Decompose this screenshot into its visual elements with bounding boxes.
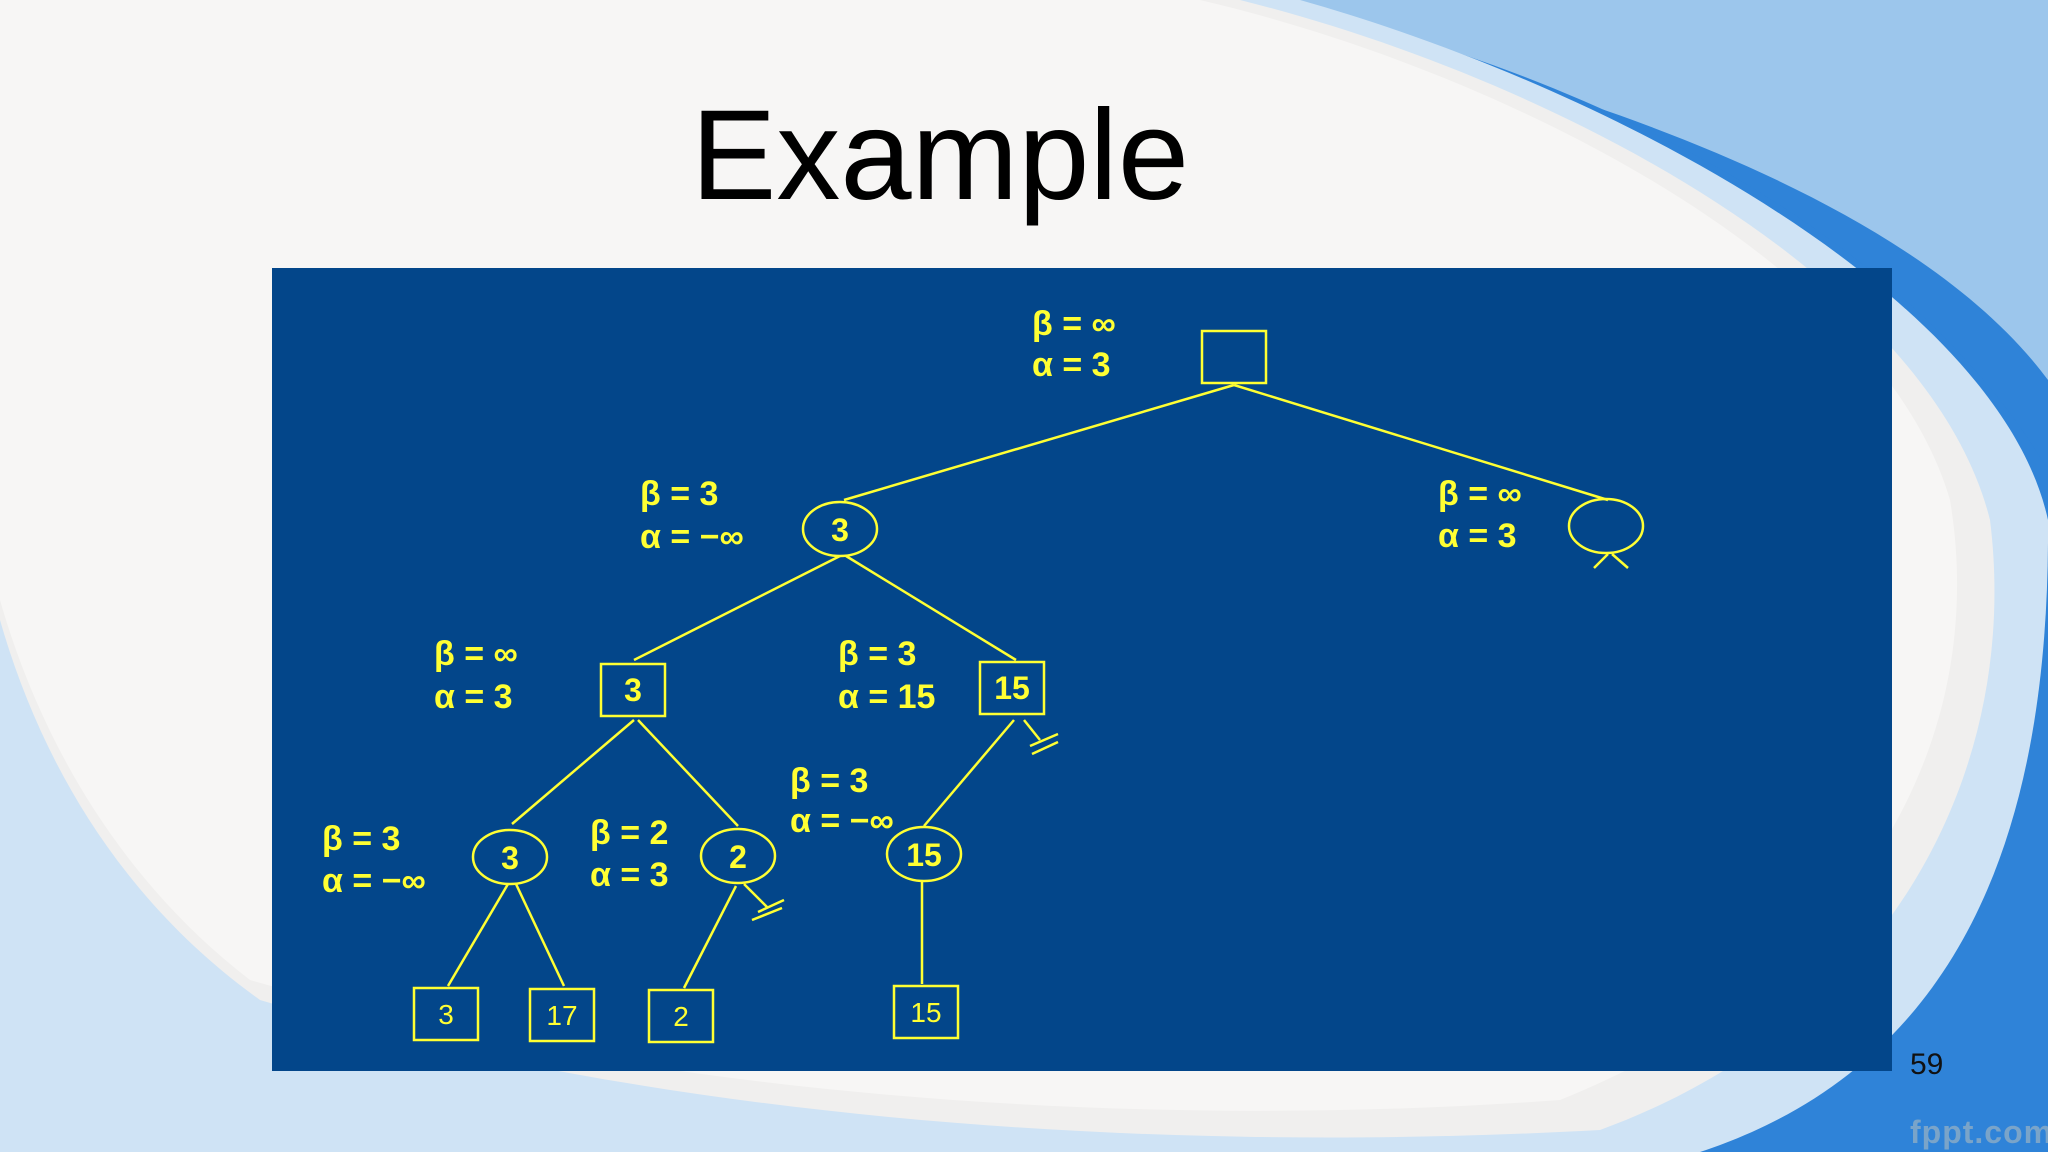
edge-minleft-maxright — [845, 554, 1017, 662]
node-root — [1200, 329, 1268, 385]
min-right-beta-label: β = ∞ — [1438, 475, 1522, 513]
cut-edge-minright — [1611, 553, 1629, 569]
max-left-alpha-label: α = 3 — [434, 678, 513, 716]
edge-maxright-minr — [923, 719, 1015, 827]
prune-mark — [1031, 740, 1059, 756]
node-min-lr — [699, 827, 777, 885]
node-max-left — [599, 662, 667, 718]
min-right-alpha-label: α = 3 — [1438, 517, 1517, 555]
leaf-4 — [892, 984, 960, 1040]
tree-edges — [412, 329, 1645, 1044]
min-lr-alpha-label: α = 3 — [590, 856, 669, 894]
leaf-1 — [412, 986, 480, 1042]
cut-edge-maxright — [1023, 719, 1041, 741]
prune-mark — [751, 906, 783, 922]
prune-mark — [757, 898, 785, 914]
min-left-beta-label: β = 3 — [640, 475, 718, 513]
brand-watermark: fppt.com — [1910, 1114, 2048, 1150]
slide-title: Example — [691, 84, 1189, 227]
max-left-beta-label: β = ∞ — [434, 635, 518, 673]
max-right-alpha-label: α = 15 — [838, 678, 935, 716]
leaf-2 — [528, 987, 596, 1043]
node-min-ll — [471, 828, 549, 886]
edge-minlr-leaf3 — [682, 885, 738, 989]
edge-maxleft-minll — [511, 719, 635, 825]
edge-maxleft-minlr — [637, 719, 739, 827]
node-min-lr-value: 2 — [729, 839, 747, 875]
root-beta-label: β = ∞ — [1032, 305, 1116, 343]
node-min-ll-value: 3 — [501, 840, 519, 876]
edge-minll-leaf1 — [446, 883, 510, 987]
page-number: 59 — [1910, 1048, 1944, 1081]
leaf-3 — [647, 988, 715, 1044]
min-ll-alpha-label: α = −∞ — [322, 862, 426, 900]
min-ll-beta-label: β = 3 — [322, 820, 400, 858]
min-lr-beta-label: β = 2 — [590, 814, 668, 852]
cut-edge-minlr — [743, 883, 769, 909]
node-max-right — [978, 660, 1046, 716]
leaf-3-value: 2 — [673, 1001, 689, 1032]
node-max-left-value: 3 — [624, 672, 642, 708]
max-right-beta-label: β = 3 — [838, 635, 916, 673]
edge-root-minright — [1233, 383, 1609, 502]
edge-minleft-maxleft — [633, 554, 841, 662]
node-min-r — [885, 825, 963, 883]
leaf-1-value: 3 — [438, 999, 454, 1030]
tree-svg: 3 3 15 3 2 15 3 17 2 15 β = ∞ α = 3 β = … — [272, 268, 1892, 1071]
edge-root-minleft — [843, 383, 1235, 502]
tree-diagram: 3 3 15 3 2 15 3 17 2 15 β = ∞ α = 3 β = … — [272, 268, 1892, 1071]
node-min-left — [801, 500, 879, 558]
node-min-r-value: 15 — [906, 837, 942, 873]
min-left-alpha-label: α = −∞ — [640, 518, 744, 556]
leaf-4-value: 15 — [910, 997, 941, 1028]
node-min-right — [1567, 497, 1645, 555]
root-alpha-label: α = 3 — [1032, 346, 1111, 384]
leaf-2-value: 17 — [546, 1000, 577, 1031]
prune-mark — [1029, 732, 1059, 748]
node-max-right-value: 15 — [994, 670, 1030, 706]
min-r-beta-label: β = 3 — [790, 762, 868, 800]
edge-minll-leaf2 — [514, 883, 566, 987]
min-r-alpha-label: α = −∞ — [790, 802, 894, 840]
cut-edge-minright — [1593, 553, 1609, 569]
node-min-left-value: 3 — [831, 512, 849, 548]
